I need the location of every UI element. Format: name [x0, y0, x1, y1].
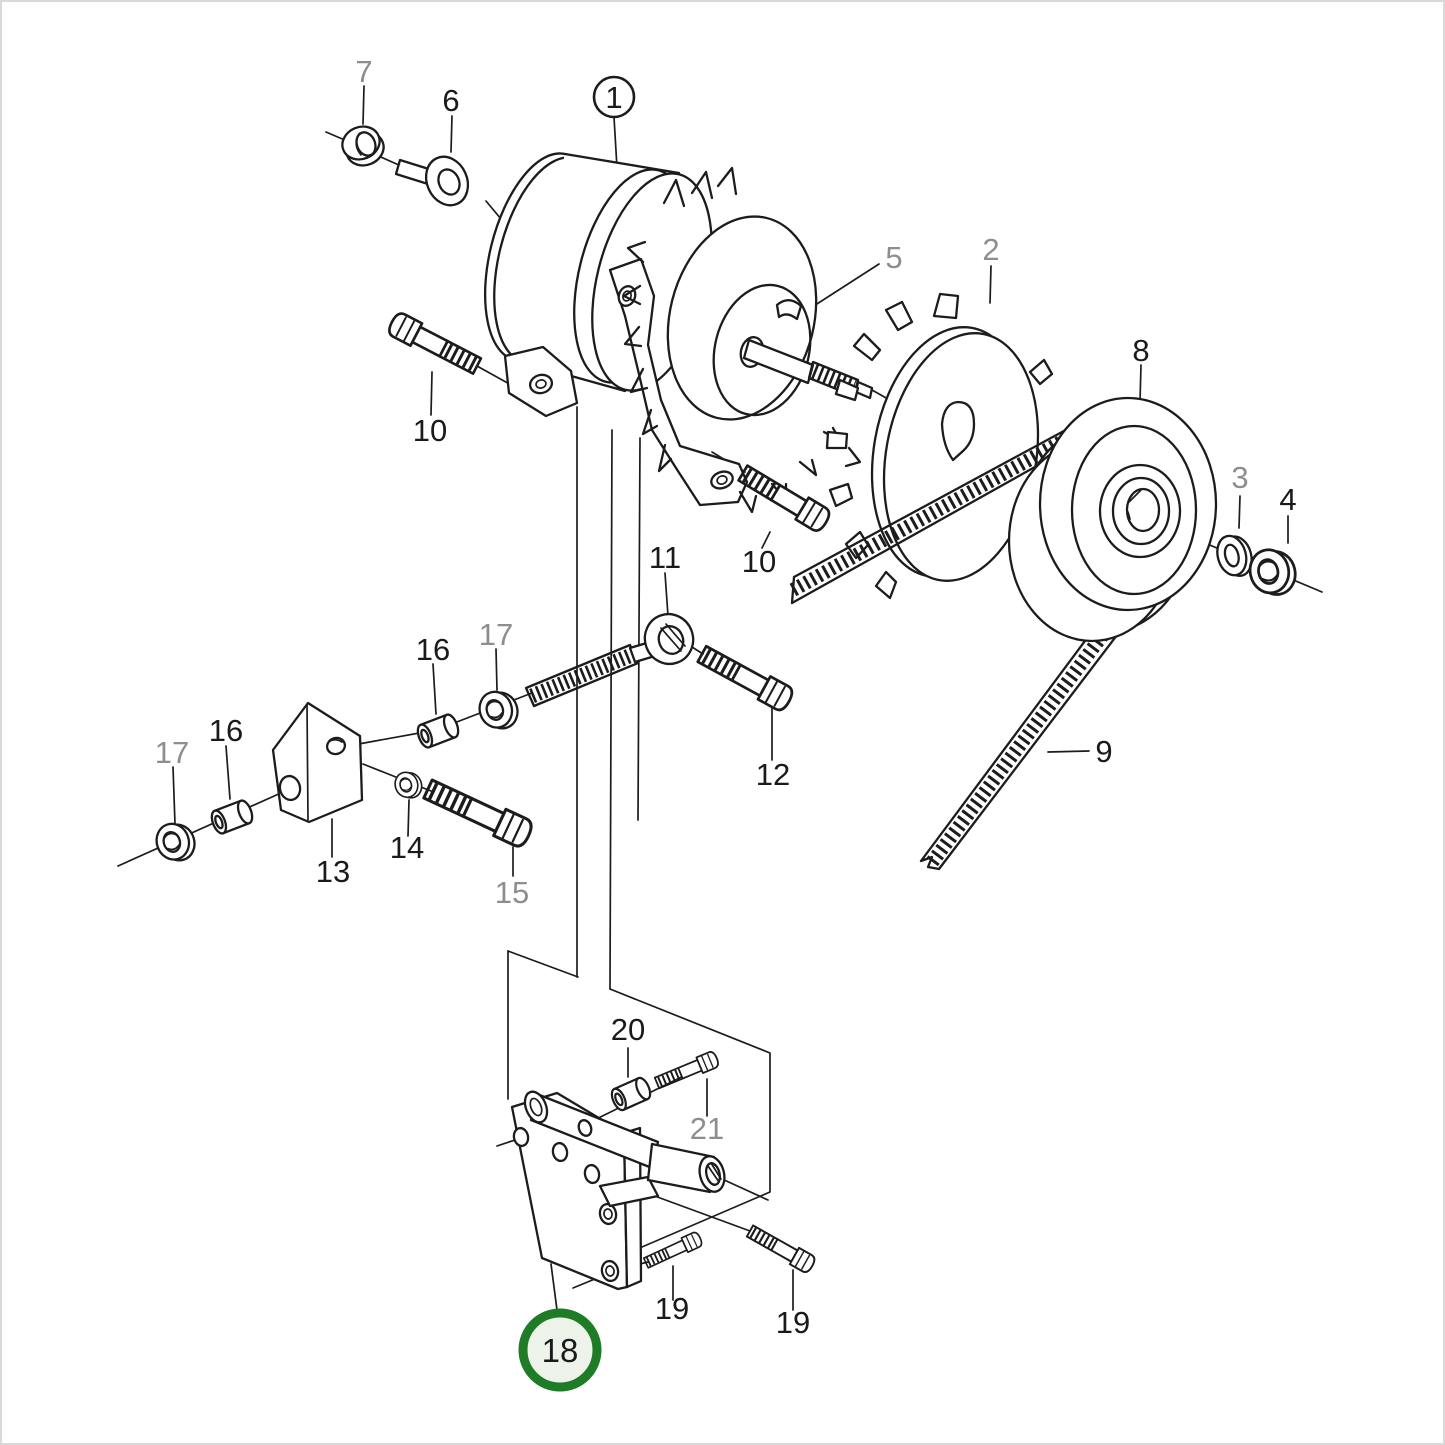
spacer-20: [607, 1074, 655, 1114]
bracket-18-assembly: [510, 1050, 817, 1291]
callout-5: 5: [885, 240, 902, 275]
washer-3: [1216, 534, 1253, 577]
callout-19-right: 19: [776, 1305, 810, 1340]
callout-1: 1: [605, 80, 622, 115]
callout-21: 21: [690, 1111, 724, 1146]
callout-labels: 7 6 5 2 8 3 4 10 10 11 12 9 17 16 16 17 …: [155, 54, 1297, 1340]
callout-17-right: 17: [479, 617, 513, 652]
spacer-16-left: [207, 797, 257, 837]
reference-plane-outline: [507, 406, 771, 1254]
flange-nut-7: [341, 125, 385, 167]
pulley: [1007, 396, 1218, 643]
adjusting-eye-bolt-11: [524, 612, 695, 708]
callout-8: 8: [1132, 333, 1149, 368]
callout-10-left: 10: [413, 413, 447, 448]
alternator: [483, 152, 889, 514]
callout-11: 11: [649, 540, 681, 575]
spacer-16-right: [413, 711, 463, 751]
callout-3: 3: [1231, 460, 1248, 495]
bolt-19-right: [745, 1223, 816, 1274]
bolt-10-left: [386, 311, 483, 377]
callout-17-left: 17: [155, 735, 189, 770]
callout-16-left: 16: [209, 713, 243, 748]
bolt-15: [422, 776, 535, 849]
circled-callout-1: 1: [592, 75, 636, 119]
callout-6: 6: [442, 83, 459, 118]
callout-19-left: 19: [655, 1291, 689, 1326]
callout-12: 12: [756, 757, 790, 792]
callout-15: 15: [495, 875, 529, 910]
fan-disc: [825, 292, 1054, 600]
drive-belt-lower-run: [919, 604, 1132, 871]
callout-10-right: 10: [742, 544, 776, 579]
bracket-pivot-arm: [523, 1090, 726, 1208]
fan-hub-hole: [940, 400, 976, 462]
callout-14: 14: [390, 830, 424, 865]
eye-bolt-6: [394, 155, 470, 207]
bolt-10-right: [736, 462, 832, 533]
highlight-ring[interactable]: [518, 1308, 602, 1392]
shaft-key: [775, 299, 803, 321]
alternator-shaft: [739, 336, 889, 400]
fan-blades: [825, 292, 1054, 600]
callout-16-right: 16: [416, 632, 450, 667]
nut-14: [391, 767, 426, 803]
callout-13: 13: [316, 854, 350, 889]
callout-4: 4: [1279, 482, 1296, 517]
callout-7: 7: [355, 54, 372, 89]
nut-4: [1244, 543, 1301, 601]
lock-nut-17-right: [473, 684, 524, 736]
callout-2: 2: [982, 232, 999, 267]
bolt-19-left: [643, 1231, 704, 1270]
highlighted-callout-18[interactable]: 18: [518, 1308, 602, 1392]
drive-belt-upper-run: [789, 417, 1088, 605]
tensioner-block-13: [271, 701, 364, 824]
callout-20: 20: [611, 1012, 645, 1047]
bracket-flange: [622, 1126, 643, 1289]
pulley-shaft-hole: [1125, 487, 1161, 533]
bolt-21: [654, 1050, 720, 1090]
bolt-12: [696, 643, 795, 713]
callout-18: 18: [542, 1332, 579, 1369]
callout-9: 9: [1095, 734, 1112, 769]
lock-nut-17-left: [150, 816, 201, 868]
